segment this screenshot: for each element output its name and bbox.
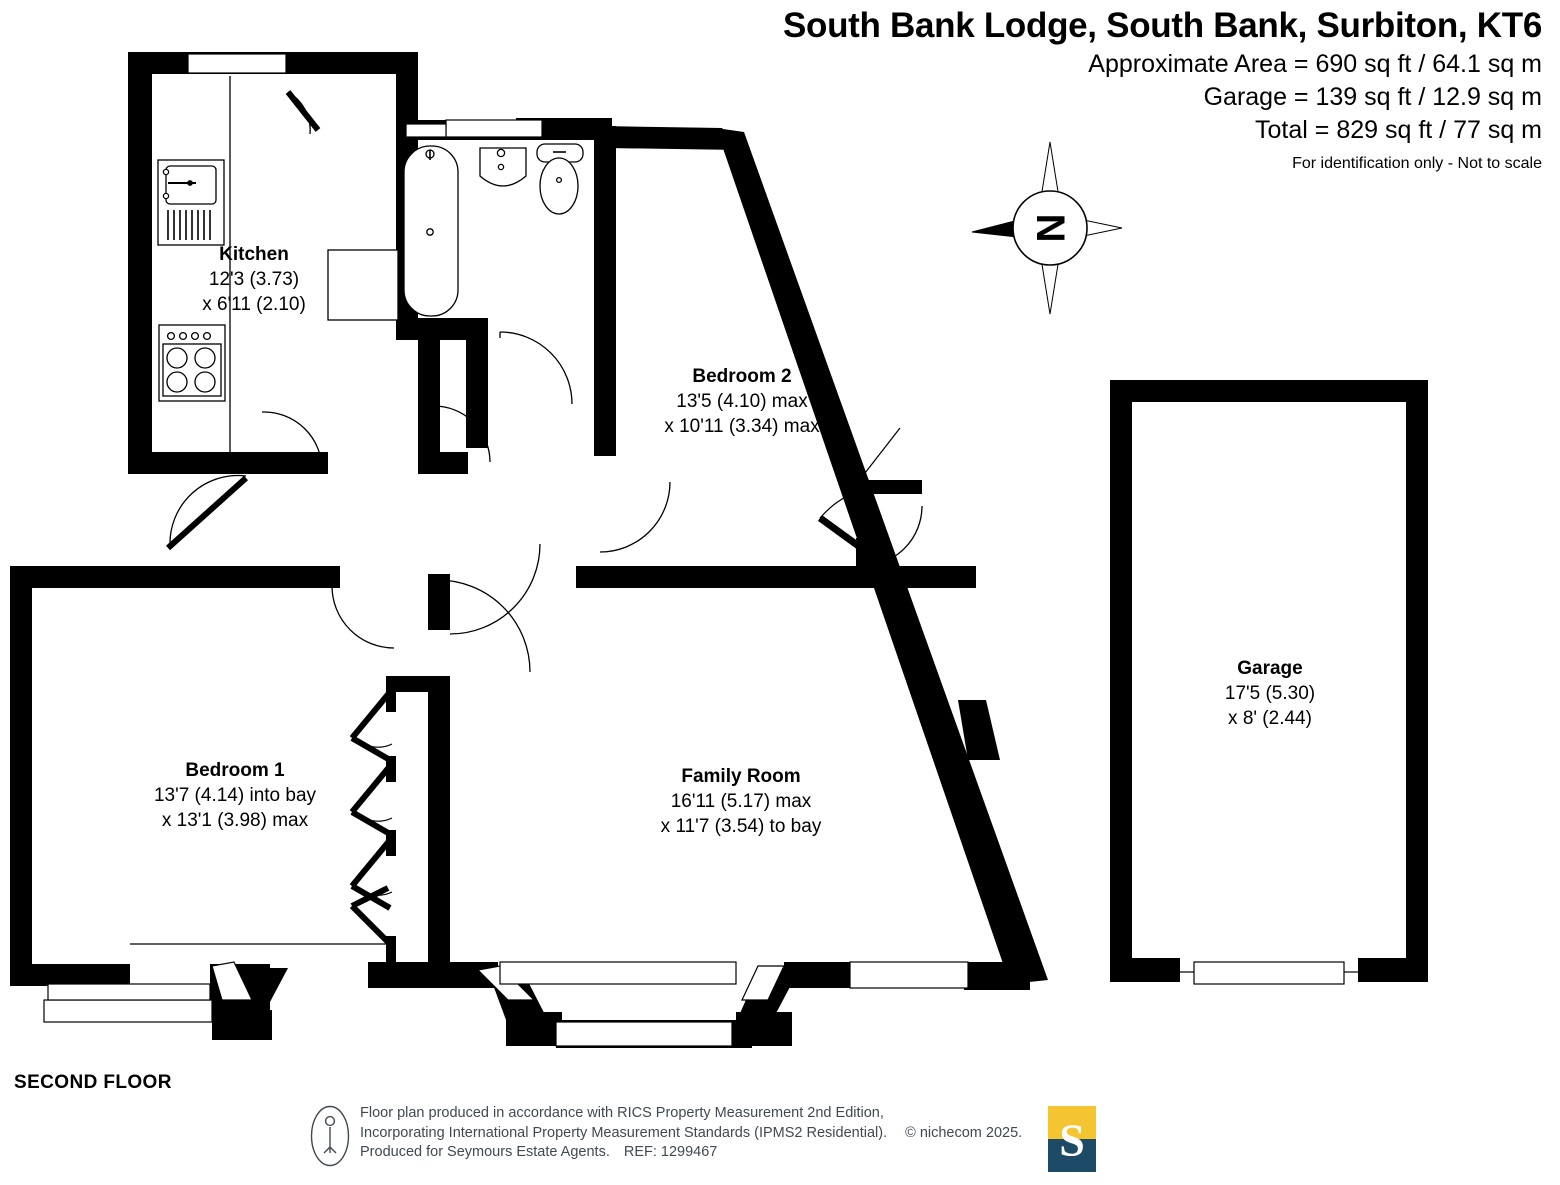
room-name-family-room: Family Room (681, 766, 801, 787)
hob-icon (158, 324, 226, 402)
wardrobe-doors (130, 690, 396, 966)
footer-copyright: © nichecom 2025. (905, 1124, 1023, 1141)
garage-area-text: Garage = 139 sq ft / 12.9 sq m (1203, 83, 1542, 111)
room-label-garage: Garage 17'5 (5.30) x 8' (2.44) (1180, 656, 1360, 731)
disclaimer-text: For identification only - Not to scale (1292, 155, 1542, 172)
header: South Bank Lodge, South Bank, Surbiton, … (0, 0, 1560, 177)
footer-line-2: Incorporating International Property Mea… (360, 1124, 888, 1141)
room-dim2-kitchen: x 6'11 (2.10) (202, 294, 306, 315)
toilet-icon (536, 143, 584, 215)
room-dim2-bedroom-1: x 13'1 (3.98) max (161, 810, 309, 831)
room-label-bedroom-1: Bedroom 1 13'7 (4.14) into bay x 13'1 (3… (100, 758, 370, 833)
footer-line-1: Floor plan produced in accordance with R… (360, 1105, 884, 1121)
page-title: South Bank Lodge, South Bank, Surbiton, … (782, 6, 1542, 45)
room-label-kitchen: Kitchen 12'3 (3.73) x 6'11 (2.10) (168, 242, 340, 317)
footer: Floor plan produced in accordance with R… (310, 1104, 1022, 1167)
room-name-bedroom-2: Bedroom 2 (692, 366, 792, 387)
floor-label: SECOND FLOOR (14, 1072, 172, 1093)
room-label-bedroom-2: Bedroom 2 13'5 (4.10) max x 10'11 (3.34)… (624, 364, 860, 439)
door-swings (165, 90, 923, 673)
room-dim2-bedroom-2: x 10'11 (3.34) max (664, 416, 820, 437)
room-dim1-bedroom-1: 13'7 (4.14) into bay (153, 785, 317, 806)
sink-icon (157, 159, 225, 246)
compass-north-letter: N (1028, 214, 1072, 243)
room-dim1-bedroom-2: 13'5 (4.10) max (676, 391, 808, 412)
room-name-bedroom-1: Bedroom 1 (185, 760, 285, 781)
windows (43, 53, 969, 1047)
room-name-kitchen: Kitchen (219, 244, 289, 265)
room-dim1-garage: 17'5 (5.30) (1224, 683, 1316, 704)
bathroom-fixtures (403, 143, 584, 317)
bathtub-icon (403, 145, 459, 317)
room-dim1-family-room: 16'11 (5.17) max (670, 791, 812, 812)
footer-reference: REF: 1299467 (623, 1144, 718, 1160)
room-dim2-family-room: x 11'7 (3.54) to bay (660, 816, 822, 837)
room-dim1-kitchen: 12'3 (3.73) (208, 269, 300, 290)
logo-letter: S (1059, 1115, 1085, 1166)
total-area-text: Total = 829 sq ft / 77 sq m (1255, 116, 1542, 144)
compass-rose: N (971, 141, 1123, 315)
garage-door (1193, 961, 1345, 985)
approximate-area-text: Approximate Area = 690 sq ft / 64.1 sq m (1088, 50, 1542, 78)
seymours-logo: S (1048, 1106, 1096, 1172)
room-name-garage: Garage (1237, 658, 1303, 679)
info-person-icon (310, 1105, 350, 1167)
garage-structure (1110, 380, 1428, 985)
washbasin-icon (479, 147, 527, 187)
room-dim2-garage: x 8' (2.44) (1228, 708, 1312, 729)
kitchen-fixtures (157, 76, 399, 452)
room-label-family-room: Family Room 16'11 (5.17) max x 11'7 (3.5… (608, 764, 874, 839)
footer-line-3: Produced for Seymours Estate Agents. (360, 1144, 610, 1160)
